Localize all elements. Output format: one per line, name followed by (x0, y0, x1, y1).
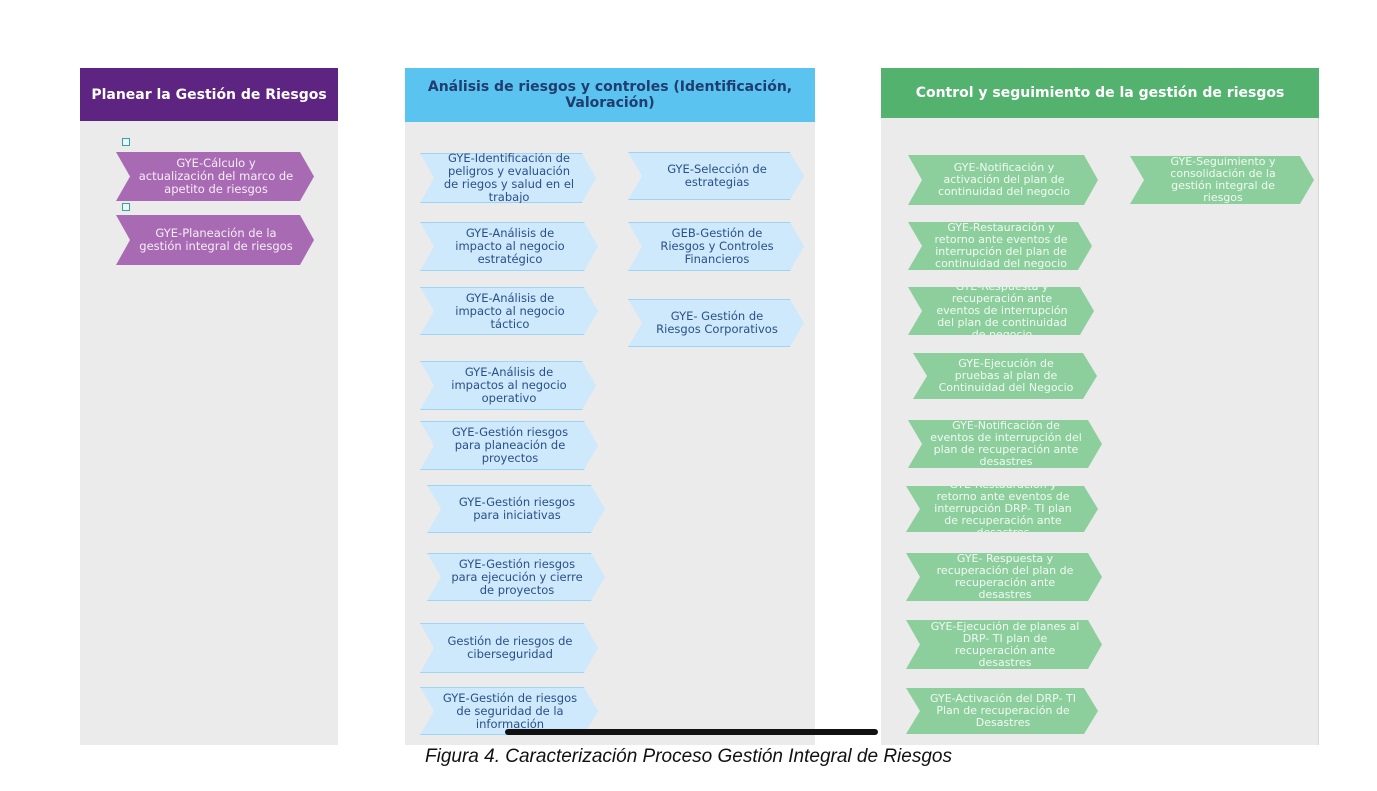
step-riesgos-iniciativas[interactable]: GYE-Gestión riesgos para iniciativas (427, 485, 605, 533)
step-seguimiento-consolidacion[interactable]: GYE-Seguimiento y consolidación de la ge… (1130, 156, 1314, 204)
step-riesgos-planeacion-proyectos[interactable]: GYE-Gestión riesgos para planeación de p… (420, 421, 598, 470)
step-notificacion-drp[interactable]: GYE-Notificación de eventos de interrupc… (908, 420, 1102, 468)
step-ciberseguridad[interactable]: Gestión de riesgos de ciberseguridad (420, 623, 598, 673)
step-notificacion-bcp[interactable]: GYE-Notificación y activación del plan d… (908, 155, 1098, 205)
step-respuesta-bcp[interactable]: GYE-Respuesta y recuperación ante evento… (908, 287, 1094, 335)
step-restauracion-drp[interactable]: GYE-Restauración y retorno ante eventos … (906, 486, 1098, 532)
step-seguridad-informacion[interactable]: GYE-Gestión de riesgos de seguridad de l… (420, 687, 598, 735)
horizontal-scrollbar[interactable] (505, 729, 878, 735)
step-impacto-tactico[interactable]: GYE-Análisis de impacto al negocio tácti… (420, 287, 598, 335)
flag-icon (122, 203, 130, 211)
step-restauracion-bcp[interactable]: GYE-Restauración y retorno ante eventos … (908, 222, 1092, 270)
lane-analisis-title: Análisis de riesgos y controles (Identif… (405, 68, 815, 122)
lane-planear-title: Planear la Gestión de Riesgos (80, 68, 338, 121)
step-impacto-estrategico[interactable]: GYE-Análisis de impacto al negocio estra… (420, 222, 598, 271)
lane-control-title: Control y seguimiento de la gestión de r… (881, 68, 1319, 118)
step-seleccion-estrategias[interactable]: GYE-Selección de estrategias (628, 152, 804, 200)
step-calculo-apetito[interactable]: GYE-Cálculo y actualización del marco de… (116, 152, 314, 201)
step-planeacion-gestion[interactable]: GYE-Planeación de la gestión integral de… (116, 215, 314, 265)
step-riesgos-corporativos[interactable]: GYE- Gestión de Riesgos Corporativos (628, 299, 804, 347)
lane-divider (1318, 118, 1319, 745)
step-impacto-operativo[interactable]: GYE-Análisis de impactos al negocio oper… (420, 361, 596, 410)
step-respuesta-drp[interactable]: GYE- Respuesta y recuperación del plan d… (906, 553, 1102, 601)
step-riesgos-financieros[interactable]: GEB-Gestión de Riesgos y Controles Finan… (628, 222, 804, 271)
step-identificacion-peligros[interactable]: GYE-Identificación de peligros y evaluac… (420, 153, 596, 203)
flag-icon (122, 138, 130, 146)
step-ejecucion-planes-drp[interactable]: GYE-Ejecución de planes al DRP- TI plan … (906, 620, 1102, 669)
step-pruebas-bcp[interactable]: GYE-Ejecución de pruebas al plan de Cont… (913, 353, 1097, 399)
step-riesgos-ejecucion-cierre[interactable]: GYE-Gestión riesgos para ejecución y cie… (427, 553, 605, 601)
step-activacion-drp[interactable]: GYE-Activación del DRP- TI Plan de recup… (906, 688, 1098, 734)
figure-caption: Figura 4. Caracterización Proceso Gestió… (425, 746, 952, 767)
